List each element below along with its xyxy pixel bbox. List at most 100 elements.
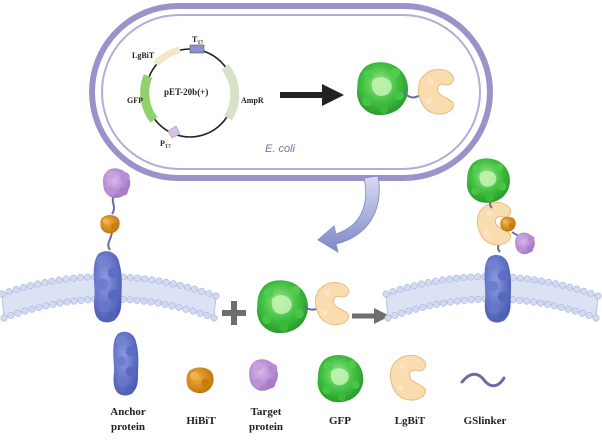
- lipid-head: [182, 305, 190, 313]
- lipid-head: [474, 295, 482, 303]
- lipid-head: [446, 275, 454, 283]
- lipid-head: [552, 280, 560, 288]
- right-gfp: [466, 158, 510, 203]
- ecoli-label: E. coli: [265, 143, 296, 155]
- left-anchor-protein: [93, 251, 122, 323]
- lipid-head: [460, 296, 468, 304]
- left-hibit: [100, 215, 120, 234]
- lipid-head: [474, 273, 482, 281]
- lipid-head: [566, 283, 574, 291]
- right-hibit: [500, 216, 516, 232]
- lipid-head: [557, 303, 565, 311]
- lipid-head: [467, 273, 475, 281]
- lipid-head: [467, 296, 475, 304]
- p7-promoter-block: [167, 125, 181, 139]
- plasmid-label-p7: PT7: [160, 139, 171, 150]
- lipid-head: [48, 277, 56, 285]
- lipid-head: [384, 314, 392, 322]
- lipid-head: [14, 309, 22, 317]
- legend-icon-lgbit: [390, 354, 427, 401]
- lipid-head: [84, 273, 92, 281]
- lipid-head: [34, 280, 42, 288]
- lipid-head: [168, 302, 176, 310]
- lipid-head: [191, 285, 199, 293]
- lipid-head: [405, 307, 413, 315]
- lipid-head: [509, 273, 517, 281]
- lipid-head: [516, 274, 524, 282]
- lipid-head: [56, 299, 64, 307]
- lipid-head: [412, 305, 420, 313]
- lipid-head: [559, 281, 567, 289]
- lipid-head: [76, 274, 84, 282]
- free-lgbit: [315, 281, 350, 326]
- lipid-head: [564, 305, 572, 313]
- lipid-head: [573, 285, 581, 293]
- lipid-head: [516, 296, 524, 304]
- lipid-head: [210, 314, 218, 322]
- lipid-head: [162, 278, 170, 286]
- left-anchor-construct: [93, 168, 131, 323]
- lipid-head: [205, 290, 213, 298]
- lipid-head: [42, 302, 50, 310]
- plasmid-label-t7: TT7: [192, 35, 204, 46]
- lipid-head: [382, 290, 390, 298]
- lipid-head: [212, 292, 220, 300]
- legend-label-hibit: HiBiT: [186, 415, 216, 427]
- lipid-head: [154, 299, 162, 307]
- lipid-head: [126, 273, 134, 281]
- lipid-head: [21, 307, 29, 315]
- gfp-in-cell: [356, 62, 409, 116]
- lipid-head: [403, 284, 411, 292]
- left-target-protein: [102, 168, 131, 198]
- lipid-head: [27, 282, 35, 290]
- lipid-head: [523, 297, 531, 305]
- plus-sign: [222, 301, 246, 325]
- legend-icon-target: [249, 359, 278, 391]
- ampr-segment: [221, 64, 240, 121]
- free-gfp: [256, 280, 309, 334]
- lipid-head: [198, 287, 206, 295]
- lipid-head: [126, 296, 134, 304]
- lipid-head: [419, 303, 427, 311]
- lipid-head: [69, 274, 77, 282]
- lipid-head: [141, 275, 149, 283]
- lipid-head: [537, 299, 545, 307]
- legend-icon-gfp: [317, 354, 364, 403]
- lipid-head: [0, 314, 8, 322]
- expression-arrow: [280, 84, 344, 106]
- lipid-head: [389, 288, 397, 296]
- legend-label-lgbit: LgBiT: [395, 415, 426, 427]
- t7-terminator-block: [189, 44, 205, 54]
- plasmid-name: pET-20b(+): [164, 87, 208, 97]
- lipid-head: [203, 312, 211, 320]
- lipid-head: [5, 288, 13, 296]
- lipid-head: [133, 296, 141, 304]
- free-fusion: [256, 280, 350, 334]
- lipid-head: [594, 292, 602, 300]
- lipid-head: [446, 298, 454, 306]
- lipid-head: [587, 290, 595, 298]
- right-target-protein: [515, 232, 535, 255]
- lipid-head: [530, 276, 538, 284]
- lipid-head: [431, 277, 439, 285]
- lipid-head: [545, 278, 553, 286]
- lipid-head: [580, 287, 588, 295]
- plasmid-label-ampr: AmpR: [241, 96, 264, 105]
- gfp-segment: [140, 74, 158, 123]
- legend-label-anchor-line1: Anchor: [110, 406, 146, 418]
- lipid-head: [196, 309, 204, 317]
- lipid-head: [523, 275, 531, 283]
- lipid-head: [460, 274, 468, 282]
- legend-label-target-line2: protein: [249, 421, 283, 433]
- lipid-head: [134, 274, 142, 282]
- lipid-head: [7, 312, 15, 320]
- lipid-head: [571, 307, 579, 315]
- lipid-head: [453, 297, 461, 305]
- right-complex: [466, 158, 535, 323]
- fusion-in-cell: [356, 62, 455, 116]
- lipid-head: [155, 277, 163, 285]
- lipid-head: [176, 281, 184, 289]
- lipid-head: [175, 303, 183, 311]
